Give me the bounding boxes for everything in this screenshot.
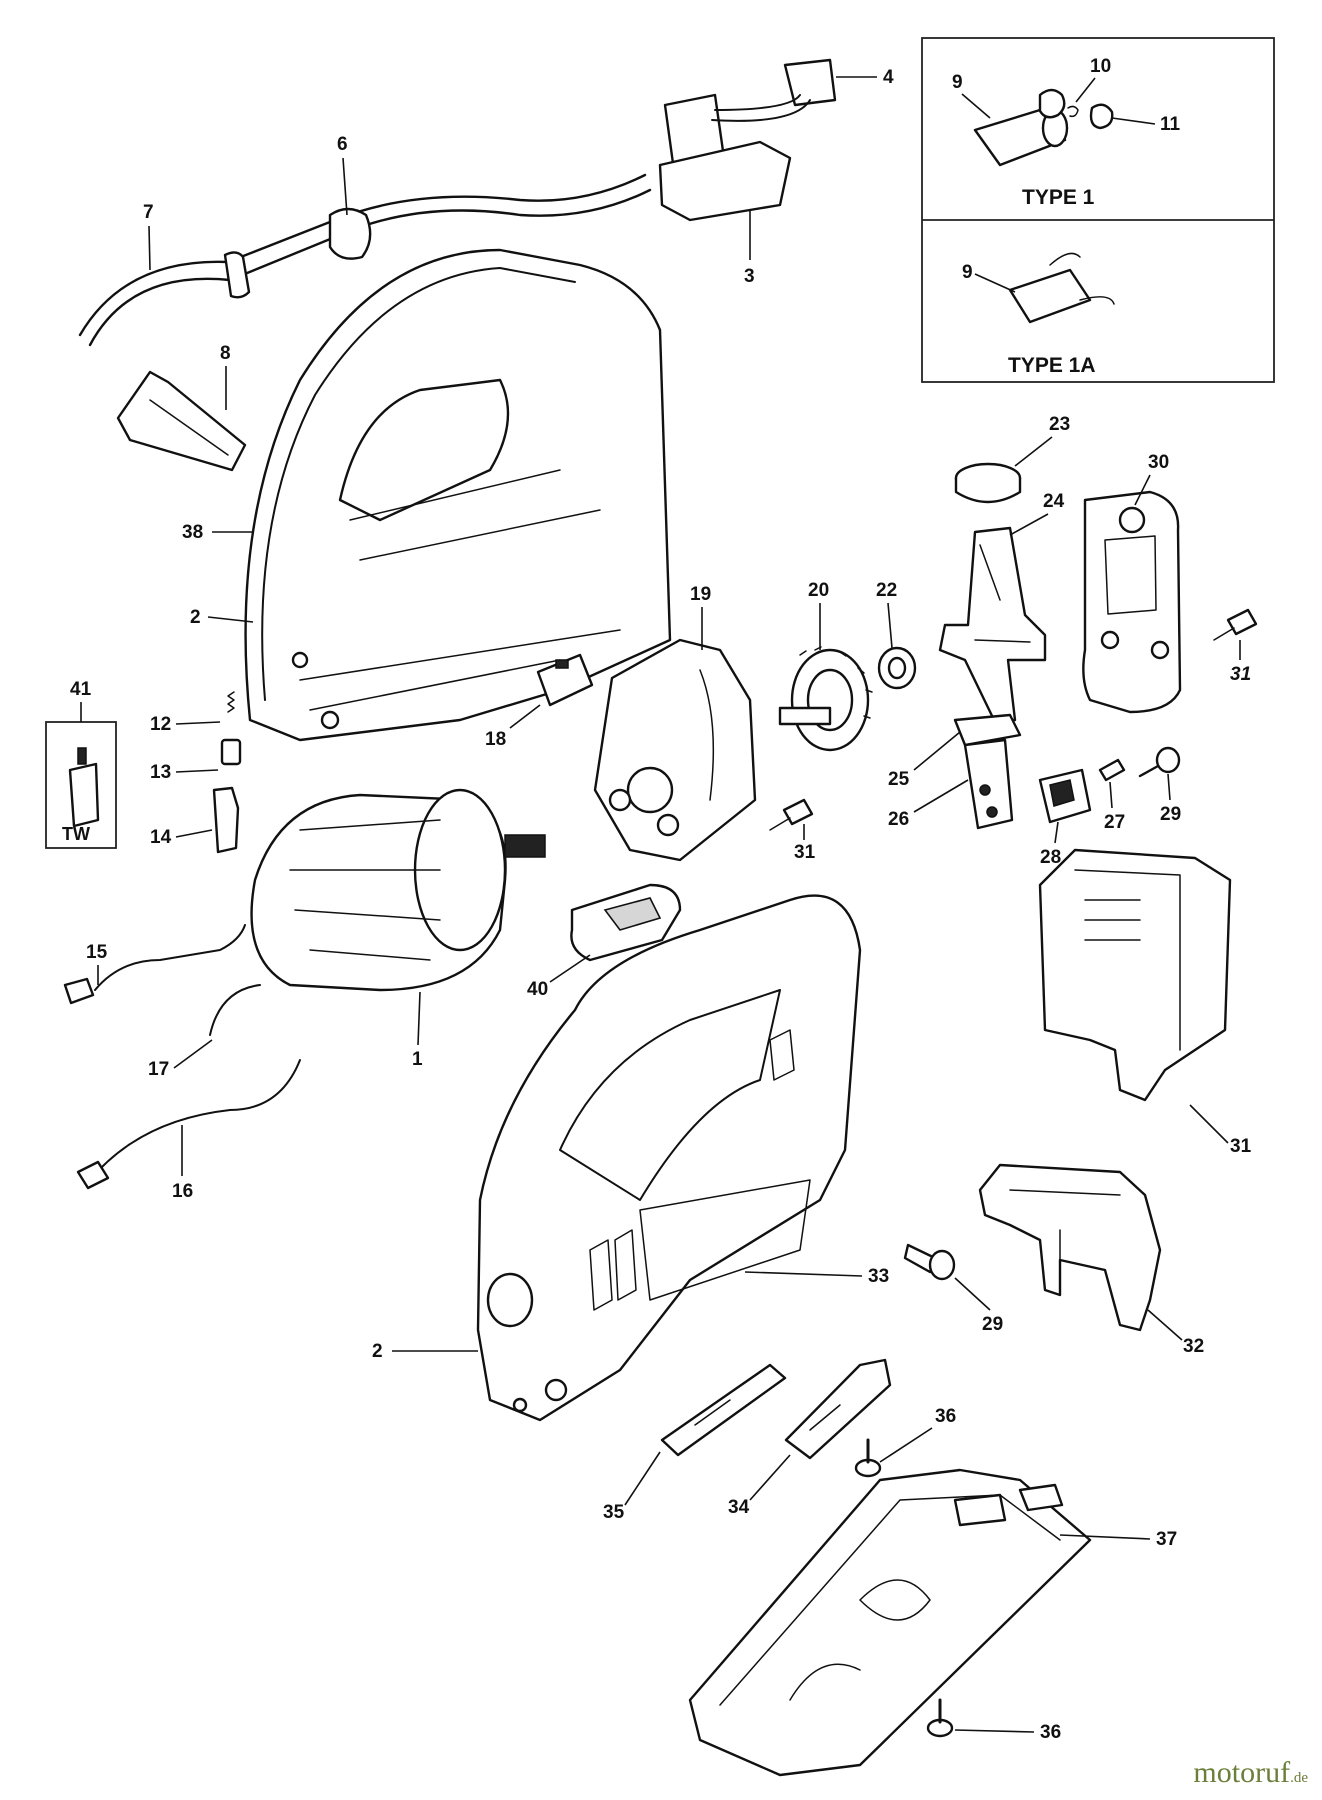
bearing-drawing — [877, 646, 917, 690]
label-part-33: 33 — [868, 1266, 889, 1287]
screw-29-upper-drawing — [1138, 746, 1181, 778]
blade-guard-31-drawing — [1038, 848, 1232, 1102]
tw-box-number: 41 — [70, 679, 92, 700]
label-part-15: 15 — [86, 942, 108, 963]
label-part-4: 4 — [883, 67, 894, 88]
label-part-7: 7 — [143, 202, 154, 223]
label-part-3: 3 — [744, 266, 755, 287]
label-part-1: 1 — [412, 1049, 423, 1070]
label-part-26: 26 — [888, 809, 909, 830]
trigger-switch-drawing — [658, 58, 837, 222]
part-callouts: 4 6 7 3 8 38 2 12 13 14 18 19 20 22 31 2… — [86, 67, 1252, 1743]
label-part-22: 22 — [876, 580, 897, 601]
label-part-13: 13 — [150, 762, 171, 783]
label-part-40: 40 — [527, 979, 548, 1000]
label-part-31-gear: 31 — [794, 842, 816, 863]
variant-box-frame — [921, 37, 1275, 383]
site-watermark: motoruf.de — [1193, 1756, 1308, 1790]
handle-grip-drawing — [116, 370, 247, 472]
power-cord-drawing — [78, 173, 652, 347]
label-part-28: 28 — [1040, 847, 1061, 868]
label-part-37: 37 — [1156, 1529, 1177, 1550]
watermark-tld: .de — [1290, 1770, 1308, 1786]
blade-guide-35-drawing — [660, 1363, 787, 1457]
tw-box-label: TW — [62, 824, 90, 844]
watermark-text: motoruf — [1193, 1756, 1291, 1789]
shoe-bracket-32-drawing — [978, 1163, 1162, 1332]
blade-clamp-25-26-drawing — [953, 713, 1022, 830]
type1-label-9: 9 — [952, 72, 963, 93]
screw-31-cover-drawing — [1213, 608, 1258, 641]
brush-parts-drawing — [212, 691, 242, 854]
housing-left-half-drawing — [244, 248, 672, 742]
type1a-brush-holder-drawing — [1008, 252, 1115, 324]
label-part-2-upper: 2 — [190, 607, 201, 628]
label-part-38: 38 — [182, 522, 203, 543]
plunger-24-drawing — [938, 526, 1047, 724]
housing-right-half-drawing — [476, 894, 862, 1422]
label-part-25: 25 — [888, 769, 910, 790]
label-part-16: 16 — [172, 1181, 193, 1202]
label-part-36-upper: 36 — [935, 1406, 956, 1427]
cover-plate-30-drawing — [1082, 490, 1182, 714]
label-part-27: 27 — [1104, 812, 1125, 833]
type1a-label-9: 9 — [962, 262, 973, 283]
label-part-14: 14 — [150, 827, 172, 848]
label-part-29-lower: 29 — [982, 1314, 1003, 1335]
screw-31-gear-drawing — [769, 798, 814, 831]
label-part-6: 6 — [337, 134, 348, 155]
type1-brush-holder-drawing — [973, 88, 1114, 167]
switch-carrier-drawing — [536, 653, 594, 707]
pin-27-drawing — [1098, 758, 1126, 782]
motor-assembly-drawing — [63, 788, 546, 1190]
label-part-30: 30 — [1148, 452, 1169, 473]
screw-29-lower-drawing — [903, 1243, 956, 1281]
label-part-19: 19 — [690, 584, 711, 605]
label-part-24: 24 — [1043, 491, 1065, 512]
label-part-31-cover: 31 — [1230, 664, 1251, 685]
variant-box-group: 9 10 11 TYPE 1 9 TYPE 1A — [921, 37, 1275, 383]
type1-label-11: 11 — [1160, 114, 1181, 135]
shoe-plate-37-drawing — [688, 1468, 1092, 1777]
roller-23-drawing — [954, 462, 1022, 504]
tw-brush-box: 41 TW — [45, 679, 117, 849]
label-part-20: 20 — [808, 580, 829, 601]
label-part-17: 17 — [148, 1059, 169, 1080]
type1-label-10: 10 — [1090, 56, 1111, 77]
label-part-34: 34 — [728, 1497, 750, 1518]
label-part-32: 32 — [1183, 1336, 1204, 1357]
label-part-8: 8 — [220, 343, 231, 364]
screw-36-upper-drawing — [854, 1438, 882, 1478]
label-part-18: 18 — [485, 729, 506, 750]
type1a-title: TYPE 1A — [1008, 354, 1096, 377]
label-part-29-upper: 29 — [1160, 804, 1181, 825]
label-part-23: 23 — [1049, 414, 1070, 435]
label-part-31-guard: 31 — [1230, 1136, 1252, 1157]
type1-title: TYPE 1 — [1022, 186, 1095, 209]
label-part-36-lower: 36 — [1040, 1722, 1061, 1743]
lock-off-button-40-drawing — [570, 883, 682, 962]
guide-28-drawing — [1038, 768, 1092, 824]
blade-guide-34-drawing — [784, 1358, 892, 1460]
gear-housing-drawing — [593, 638, 757, 862]
label-part-2-lower: 2 — [372, 1341, 383, 1362]
label-part-12: 12 — [150, 714, 171, 735]
gear-drawing — [778, 646, 873, 752]
label-part-35: 35 — [603, 1502, 625, 1523]
screw-36-lower-drawing — [926, 1698, 954, 1738]
